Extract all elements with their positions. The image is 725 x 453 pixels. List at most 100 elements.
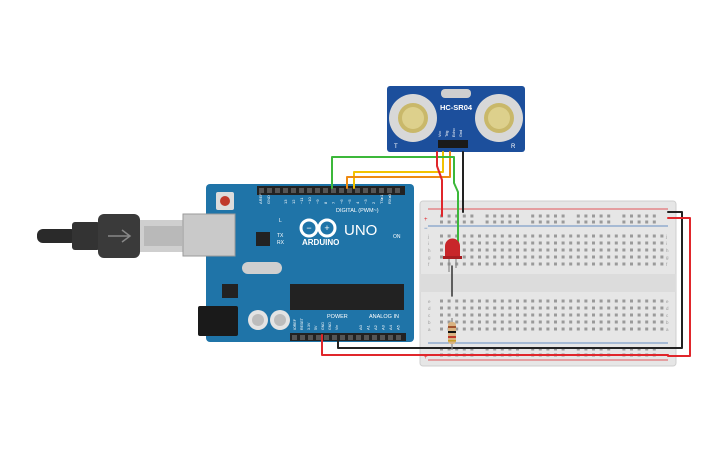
bb-hole: [470, 214, 474, 218]
bb-hole: [531, 220, 535, 224]
bb-hole: [660, 327, 664, 331]
power-pin-label: GND: [328, 322, 332, 330]
on-label: ON: [393, 234, 401, 240]
bb-hole: [599, 299, 603, 303]
header-hole: [300, 335, 305, 340]
header-hole: [299, 188, 304, 193]
bb-hole: [546, 255, 550, 259]
digital-pin-label: ~10: [307, 196, 312, 204]
digital-pin-label: ~11: [299, 197, 304, 204]
bb-hole: [508, 299, 512, 303]
bb-hole: [470, 241, 474, 245]
bb-hole: [523, 327, 527, 331]
bb-row-letter: g: [428, 255, 431, 260]
bb-hole: [531, 327, 535, 331]
header-hole: [363, 188, 368, 193]
bb-hole: [561, 306, 565, 310]
header-hole: [347, 188, 352, 193]
bb-hole: [637, 262, 641, 266]
header-hole: [339, 188, 344, 193]
bb-hole: [554, 220, 557, 224]
bb-hole: [592, 262, 595, 266]
bb-hole: [455, 214, 459, 218]
bb-hole: [493, 262, 497, 266]
bb-hole: [614, 320, 618, 324]
bb-hole: [508, 241, 512, 245]
analog-pin-label: A5: [396, 324, 401, 330]
bb-hole: [622, 241, 626, 245]
bb-hole: [599, 220, 603, 224]
wire-vcc: [436, 151, 443, 217]
bb-hole: [538, 299, 542, 303]
bb-hole: [561, 234, 565, 238]
bb-hole: [554, 262, 557, 266]
bb-minus-label-top: −: [424, 226, 428, 232]
bb-hole: [538, 241, 542, 245]
bb-hole: [584, 255, 588, 259]
bb-hole: [660, 320, 664, 324]
digital-pin-label: TX▸1: [379, 194, 384, 204]
bb-hole: [592, 313, 595, 317]
bb-hole: [508, 248, 512, 252]
bb-row-letter: c: [428, 313, 431, 318]
bb-hole: [645, 262, 649, 266]
bb-hole: [440, 220, 443, 224]
bb-hole: [554, 306, 557, 310]
bb-hole: [592, 299, 595, 303]
bb-hole: [576, 241, 580, 245]
bb-hole: [561, 241, 565, 245]
aref-label: AREF: [258, 193, 263, 204]
bb-hole: [576, 220, 580, 224]
bb-hole: [622, 306, 626, 310]
bb-hole: [531, 313, 535, 317]
bb-hole: [447, 220, 451, 224]
bb-hole: [652, 255, 656, 259]
bb-hole: [538, 255, 542, 259]
analog-pin-label: A1: [366, 324, 371, 330]
bb-hole: [599, 306, 603, 310]
bb-hole: [462, 220, 466, 224]
bb-hole: [630, 306, 633, 310]
wire-5v: [321, 334, 669, 356]
led: [443, 238, 462, 272]
bb-hole: [614, 327, 618, 331]
bb-hole: [462, 320, 466, 324]
bb-hole: [500, 320, 504, 324]
header-hole: [340, 335, 345, 340]
bb-hole: [500, 241, 504, 245]
bb-hole: [478, 306, 481, 310]
bb-hole: [508, 262, 512, 266]
bb-hole: [523, 248, 527, 252]
bb-hole: [546, 214, 550, 218]
bb-hole: [478, 241, 481, 245]
bb-hole: [470, 234, 474, 238]
wire-trig: [353, 151, 444, 189]
bb-hole: [576, 306, 580, 310]
bb-hole: [485, 241, 489, 245]
bb-hole: [561, 313, 565, 317]
bb-hole: [607, 241, 611, 245]
arduino-logo-text: ARDUINO: [302, 238, 339, 247]
digital-pin-label: 8: [323, 201, 328, 204]
bb-hole: [440, 320, 443, 324]
bb-hole: [599, 313, 603, 317]
bb-hole: [637, 220, 641, 224]
bb-hole: [493, 234, 497, 238]
svg-text:−: −: [306, 223, 311, 233]
bb-hole: [493, 214, 497, 218]
bb-hole: [538, 306, 542, 310]
bb-plus-label-bottom: +: [424, 355, 428, 361]
bb-row-letter: a: [428, 327, 431, 332]
bb-hole: [523, 262, 527, 266]
arduino-logo: − +: [299, 218, 337, 238]
bb-row-letter: j: [665, 234, 667, 239]
bb-hole: [584, 262, 588, 266]
bb-hole: [516, 262, 519, 266]
digital-pin-label: 12: [291, 199, 296, 204]
wires: [321, 151, 691, 357]
bb-hole: [660, 255, 664, 259]
bb-hole: [599, 241, 603, 245]
bb-hole: [493, 255, 497, 259]
bb-hole: [523, 241, 527, 245]
header-hole: [379, 188, 384, 193]
